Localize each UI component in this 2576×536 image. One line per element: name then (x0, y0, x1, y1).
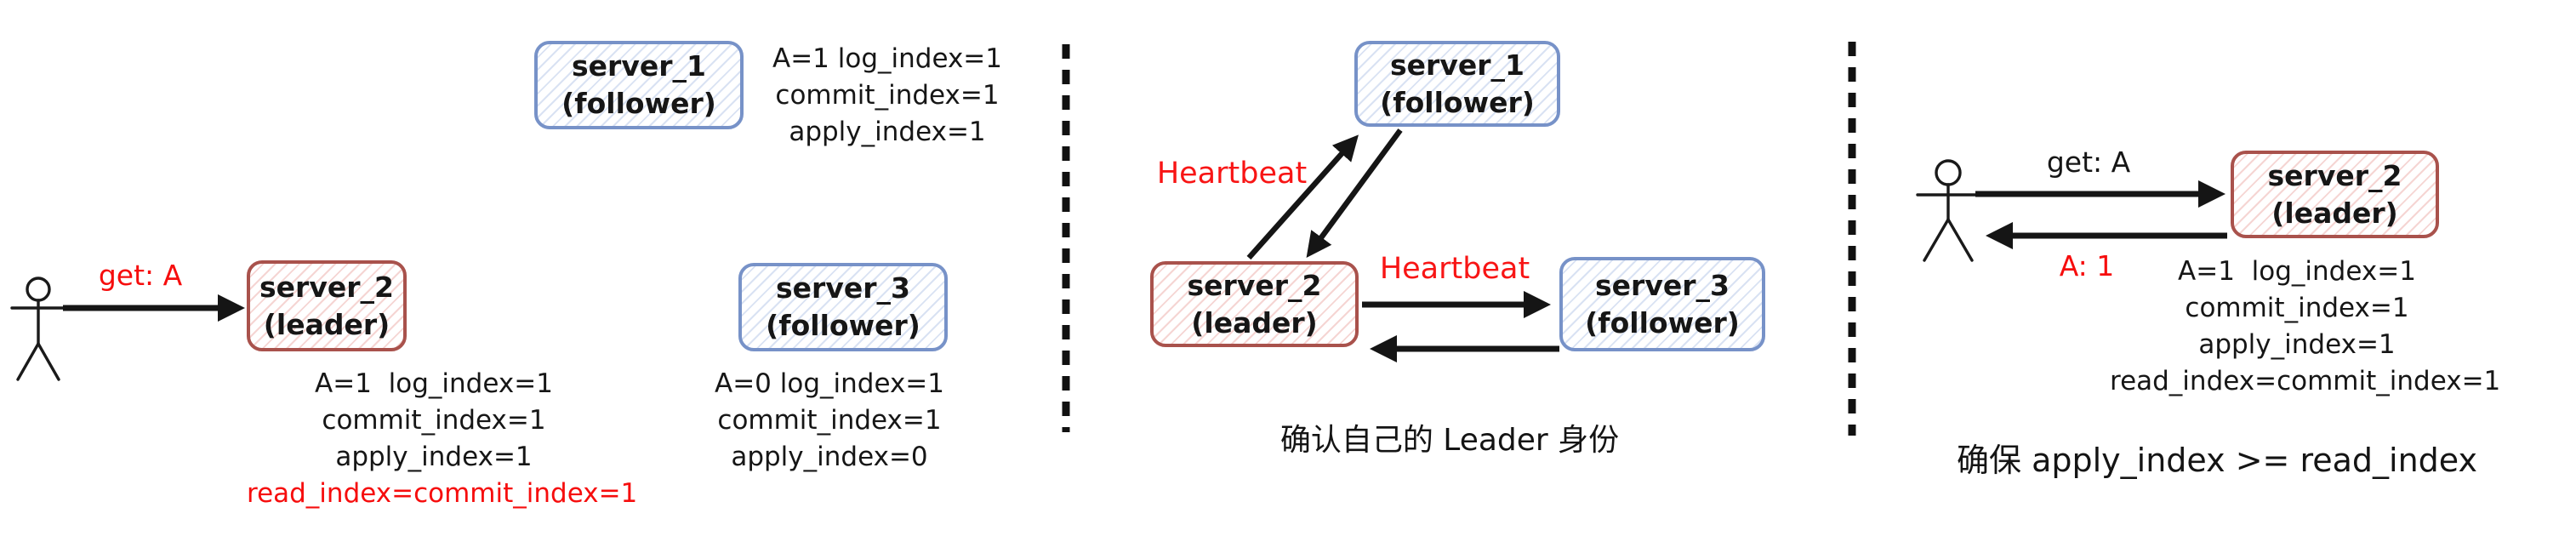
server-name: server_1 (1390, 48, 1525, 82)
heartbeat-arrow-s2-to-s1 (1246, 134, 1359, 260)
server-3-box-panel2: server_3 (follower) (1559, 257, 1765, 351)
server-2-box-panel1: server_2 (leader) (247, 260, 407, 351)
server-role: (follower) (561, 87, 716, 120)
state-line: A=1 log_index=1 (772, 43, 1003, 74)
server-role: (leader) (2271, 196, 2398, 230)
server-role: (leader) (1191, 305, 1318, 339)
server-1-box-panel2: server_1 (follower) (1354, 41, 1560, 127)
server-name: server_3 (1595, 268, 1730, 302)
server-2-state-panel1: A=1 log_index=1 commit_index=1 apply_ind… (247, 366, 638, 512)
heartbeat-arrow-s1-to-s2 (1306, 128, 1403, 259)
server-name: server_2 (2267, 158, 2402, 192)
state-line: commit_index=1 (2185, 293, 2409, 323)
server-1-state-panel1: A=1 log_index=1 commit_index=1 apply_ind… (746, 41, 1029, 151)
client-stick-figure-2 (1916, 159, 1980, 262)
server-1-box-panel1: server_1 (follower) (534, 41, 744, 129)
state-line: read_index=commit_index=1 (2110, 366, 2501, 396)
response-value-label: A: 1 (2059, 249, 2115, 282)
server-2-box-panel3: server_2 (leader) (2231, 151, 2439, 238)
state-line-read-index-highlight: read_index=commit_index=1 (247, 478, 638, 509)
state-line: commit_index=1 (322, 405, 546, 436)
get-request-label-2: get: A (2046, 145, 2131, 179)
state-line: apply_index=1 (335, 442, 533, 472)
server-3-box-panel1: server_3 (follower) (738, 263, 948, 351)
state-line: apply_index=1 (789, 117, 986, 147)
panel3-caption: 确保 apply_index >= read_index (1957, 442, 2477, 479)
state-line: A=1 log_index=1 (2178, 256, 2416, 287)
heartbeat-label-top: Heartbeat (1156, 157, 1308, 191)
server-3-state-panel1: A=0 log_index=1 commit_index=1 apply_ind… (689, 366, 970, 476)
state-line: commit_index=1 (717, 405, 942, 436)
server-role: (follower) (1585, 305, 1740, 339)
get-request-label-1: get: A (98, 259, 183, 292)
server-name: server_2 (259, 270, 394, 304)
server-2-state-panel3: A=1 log_index=1 commit_index=1 apply_ind… (2110, 254, 2501, 400)
state-line: A=1 log_index=1 (315, 368, 553, 399)
server-name: server_1 (572, 49, 706, 83)
server-role: (leader) (263, 307, 390, 341)
server-name: server_3 (776, 271, 910, 305)
server-role: (follower) (1380, 85, 1535, 119)
server-role: (follower) (766, 309, 920, 342)
client-stick-figure-1 (10, 277, 66, 381)
state-line: apply_index=1 (2198, 329, 2396, 360)
server-name: server_2 (1187, 268, 1322, 302)
state-line: commit_index=1 (775, 80, 1000, 111)
panel2-caption: 确认自己的 Leader 身份 (1279, 423, 1620, 458)
server-2-box-panel2: server_2 (leader) (1150, 261, 1359, 347)
state-line: apply_index=0 (731, 442, 928, 472)
heartbeat-label-right: Heartbeat (1379, 252, 1530, 286)
state-line: A=0 log_index=1 (714, 368, 945, 399)
